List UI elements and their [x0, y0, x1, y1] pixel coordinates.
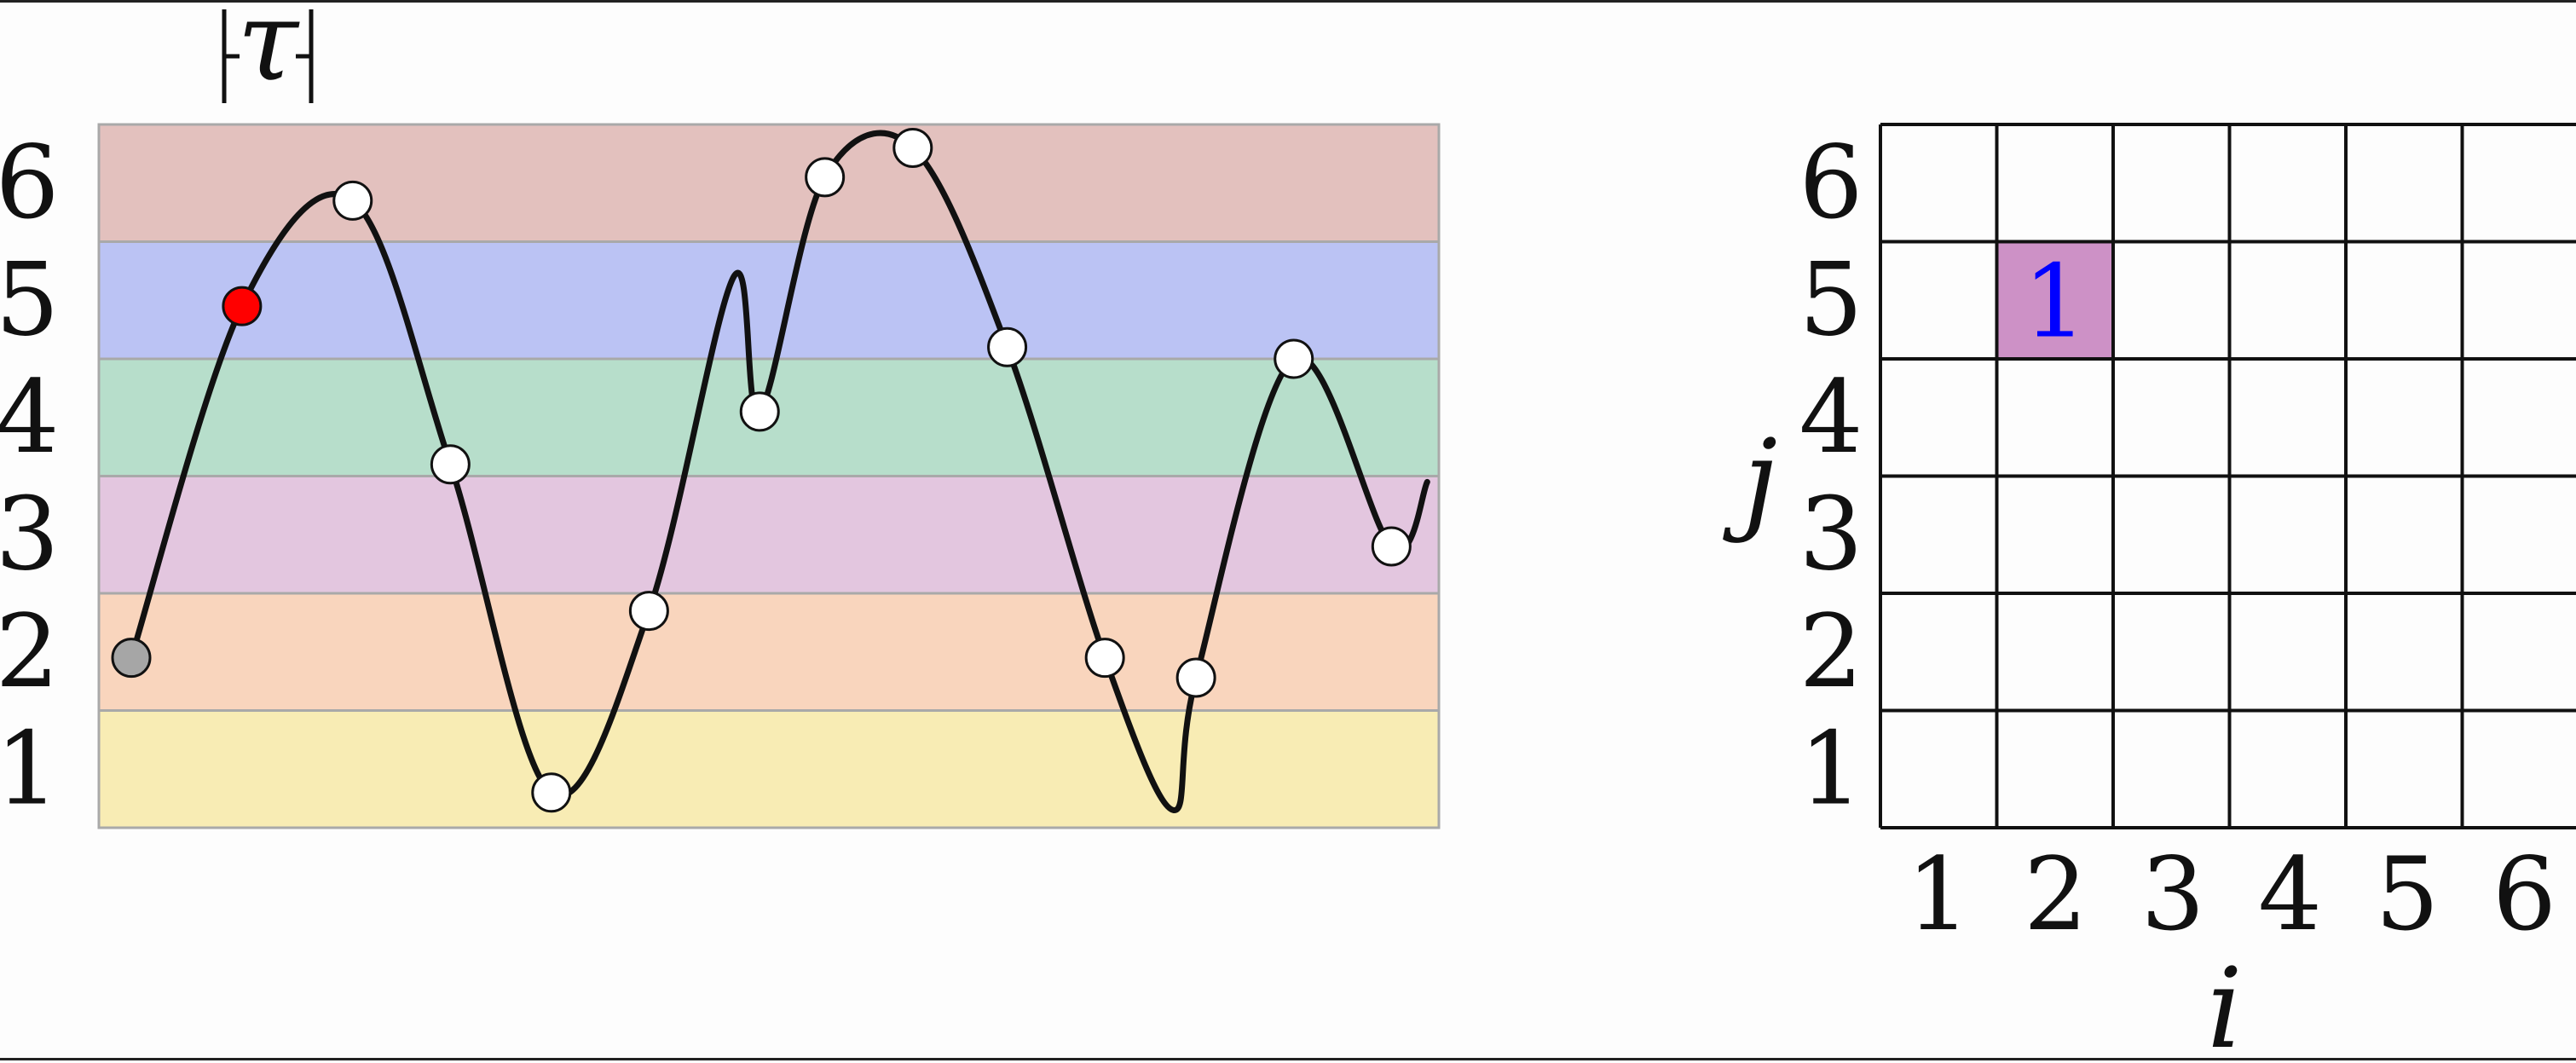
marker-visited: [892, 128, 933, 168]
band-label: 1: [0, 709, 60, 827]
j-tick: 5: [1799, 240, 1863, 358]
marker-visited: [739, 391, 780, 432]
highlight-cell: [1996, 241, 2113, 359]
band-label: 4: [0, 358, 60, 476]
i-tick: 3: [2140, 835, 2204, 953]
j-tick: 6: [1799, 124, 1863, 241]
band-5: [97, 240, 1441, 361]
band-label: 6: [0, 124, 60, 241]
trajectory-markers: [111, 128, 1412, 813]
marker-visited: [628, 591, 669, 632]
i-axis-label: i: [2207, 944, 2243, 1063]
grid-lines: [1879, 123, 2576, 829]
j-tick: 4: [1799, 358, 1863, 476]
i-tick: 1: [1906, 835, 1970, 953]
i-tick: 4: [2258, 835, 2322, 953]
marker-visited: [987, 326, 1028, 367]
j-tick: 3: [1799, 475, 1863, 592]
band-1: [97, 709, 1441, 829]
band-label: 5: [0, 240, 60, 358]
marker-visited: [805, 157, 846, 198]
band-3: [97, 475, 1441, 595]
marker-visited: [1274, 338, 1314, 379]
i-tick: 5: [2375, 835, 2439, 953]
j-axis-label: j: [1723, 415, 1777, 545]
band-label: 2: [0, 592, 60, 710]
tau-symbol: τ: [237, 3, 300, 106]
marker-start: [111, 638, 152, 679]
marker-visited: [1371, 526, 1412, 567]
band-2: [97, 592, 1441, 712]
marker-current: [222, 286, 263, 326]
marker-visited: [1084, 638, 1125, 679]
marker-visited: [531, 772, 572, 813]
band-label: 3: [0, 475, 60, 592]
trajectory-curve: [128, 130, 1430, 813]
j-tick: 2: [1799, 592, 1863, 710]
grid-cells: 1: [1996, 241, 2113, 360]
marker-visited: [332, 180, 373, 221]
band-6: [97, 123, 1441, 243]
tau-label: τ: [222, 3, 314, 106]
marker-visited: [430, 444, 471, 485]
i-tick: 6: [2492, 835, 2556, 953]
state-bands: [97, 123, 1441, 829]
marker-visited: [1175, 657, 1216, 698]
j-tick: 1: [1799, 709, 1863, 827]
highlight-cell-value: 1: [2023, 242, 2087, 360]
i-tick: 2: [2024, 835, 2088, 953]
